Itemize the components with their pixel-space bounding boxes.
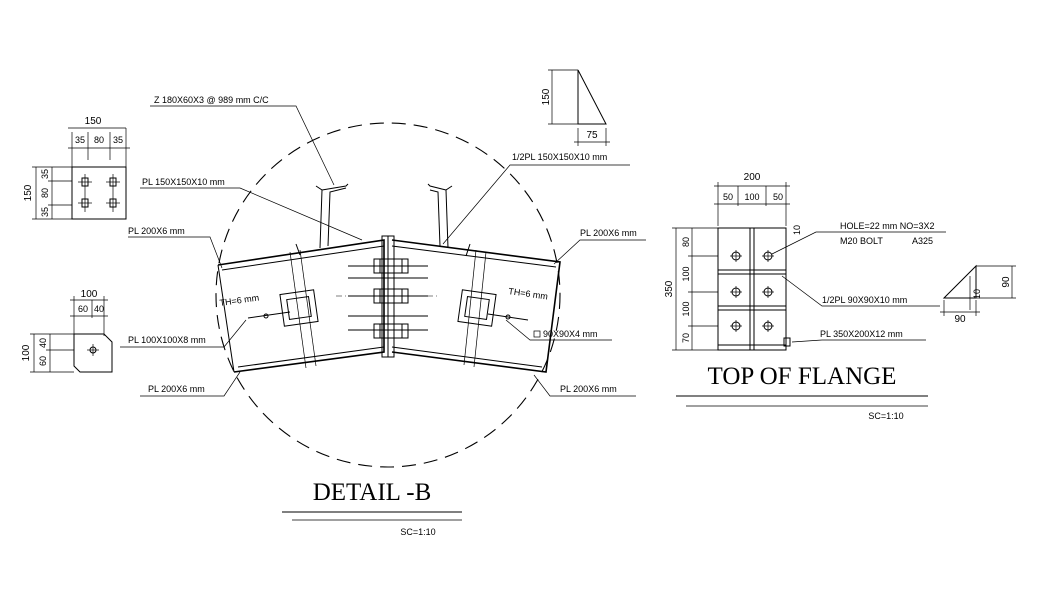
callout-pl-200-bot-left: PL 200X6 mm bbox=[148, 384, 205, 394]
plate-100-div-1: 60 bbox=[78, 304, 88, 314]
plate-150-vdiv-3: 35 bbox=[40, 207, 50, 217]
callout-pl-200-top-left: PL 200X6 mm bbox=[128, 226, 185, 236]
stiffener-outline bbox=[942, 264, 977, 299]
flange-vdiv-3: 100 bbox=[681, 301, 691, 316]
right-rafter bbox=[391, 239, 561, 373]
callout-half-pl-150: 1/2PL 150X150X10 mm bbox=[512, 152, 607, 162]
left-box-plate bbox=[279, 289, 319, 327]
flange-web bbox=[749, 227, 755, 351]
gusset-detail: 150 75 bbox=[541, 69, 610, 146]
plate-100-vdiv-1: 60 bbox=[38, 356, 48, 366]
flange-title: TOP OF FLANGE bbox=[708, 363, 897, 390]
plate-150-holes bbox=[78, 174, 120, 212]
flange-scale: SC=1:10 bbox=[868, 411, 903, 421]
plate-150-width-dim: 150 bbox=[85, 116, 102, 127]
detail-b-drawing: Z 180X60X3 @ 989 mm C/C 1/2PL 150X150X10… bbox=[120, 95, 646, 537]
stiffener-width-dim: 90 bbox=[954, 314, 966, 325]
flange-vdiv-1: 80 bbox=[681, 237, 691, 247]
callout-pl-100: PL 100X100X8 mm bbox=[128, 335, 206, 345]
plate-100-vdiv-2: 40 bbox=[38, 338, 48, 348]
plate-100-height-dim: 100 bbox=[21, 344, 32, 361]
flange-edge-dim: 10 bbox=[792, 225, 802, 235]
flange-holes bbox=[730, 250, 774, 332]
gusset-outline bbox=[577, 69, 607, 125]
leaders bbox=[120, 105, 646, 397]
gusset-height-dim: 150 bbox=[541, 88, 552, 105]
flange-hdiv-2: 100 bbox=[744, 192, 759, 202]
flange-hdiv-3: 50 bbox=[773, 192, 783, 202]
flange-width-dim: 200 bbox=[744, 172, 761, 183]
th-right-label: TH=6 mm bbox=[508, 286, 549, 301]
callout-pl-350: PL 350X200X12 mm bbox=[820, 329, 903, 339]
callout-pl-150: PL 150X150X10 mm bbox=[142, 177, 225, 187]
top-of-flange-drawing: 200 50 100 50 350 80 bbox=[664, 172, 946, 421]
callout-pl-200-bot-right: PL 200X6 mm bbox=[560, 384, 617, 394]
plate-100-detail: 100 60 40 100 60 40 bbox=[21, 289, 113, 373]
plate-100-div-2: 40 bbox=[94, 304, 104, 314]
plate-150-div-3: 35 bbox=[113, 135, 123, 145]
plate-150-detail: 150 35 80 35 150 35 80 35 bbox=[23, 116, 130, 220]
flange-plate-outline bbox=[717, 227, 787, 351]
callout-pl-200-top-right: PL 200X6 mm bbox=[580, 228, 637, 238]
plate-100-width-dim: 100 bbox=[81, 289, 98, 300]
stiffener-height-dim: 90 bbox=[1001, 276, 1012, 288]
flange-vdiv-4: 70 bbox=[681, 333, 691, 343]
plate-100-outline bbox=[73, 333, 113, 373]
stiffener-thickness-dim: 10 bbox=[972, 289, 982, 299]
plate-150-div-2: 80 bbox=[94, 135, 104, 145]
detail-b-title: DETAIL -B bbox=[313, 479, 432, 506]
bolts bbox=[336, 258, 440, 339]
plate-150-vdiv-2: 80 bbox=[40, 188, 50, 198]
plate-150-outline bbox=[71, 166, 127, 220]
stiffener-detail: 90 90 10 bbox=[940, 264, 1016, 325]
flange-vdiv-2: 100 bbox=[681, 266, 691, 281]
left-purlin bbox=[315, 183, 349, 249]
callout-grade: A325 bbox=[912, 236, 933, 246]
plate-150-div-1: 35 bbox=[75, 135, 85, 145]
callout-hole: HOLE=22 mm NO=3X2 bbox=[840, 221, 935, 231]
gusset-width-dim: 75 bbox=[586, 130, 598, 141]
callout-bolt: M20 BOLT bbox=[840, 236, 883, 246]
detail-circle bbox=[215, 122, 561, 468]
detail-b-scale: SC=1:10 bbox=[400, 527, 435, 537]
plate-150-vdiv-1: 35 bbox=[40, 169, 50, 179]
th-left-label: TH=6 mm bbox=[219, 293, 260, 308]
right-box-plate bbox=[457, 289, 497, 327]
plate-150-height-dim: 150 bbox=[23, 184, 34, 201]
callout-z-purlin: Z 180X60X3 @ 989 mm C/C bbox=[154, 95, 269, 105]
right-purlin bbox=[427, 183, 453, 249]
callout-box-90: 90X90X4 mm bbox=[543, 329, 598, 339]
callout-half-pl-90: 1/2PL 90X90X10 mm bbox=[822, 295, 907, 305]
flange-hdiv-1: 50 bbox=[723, 192, 733, 202]
flange-height-dim: 350 bbox=[664, 280, 675, 297]
